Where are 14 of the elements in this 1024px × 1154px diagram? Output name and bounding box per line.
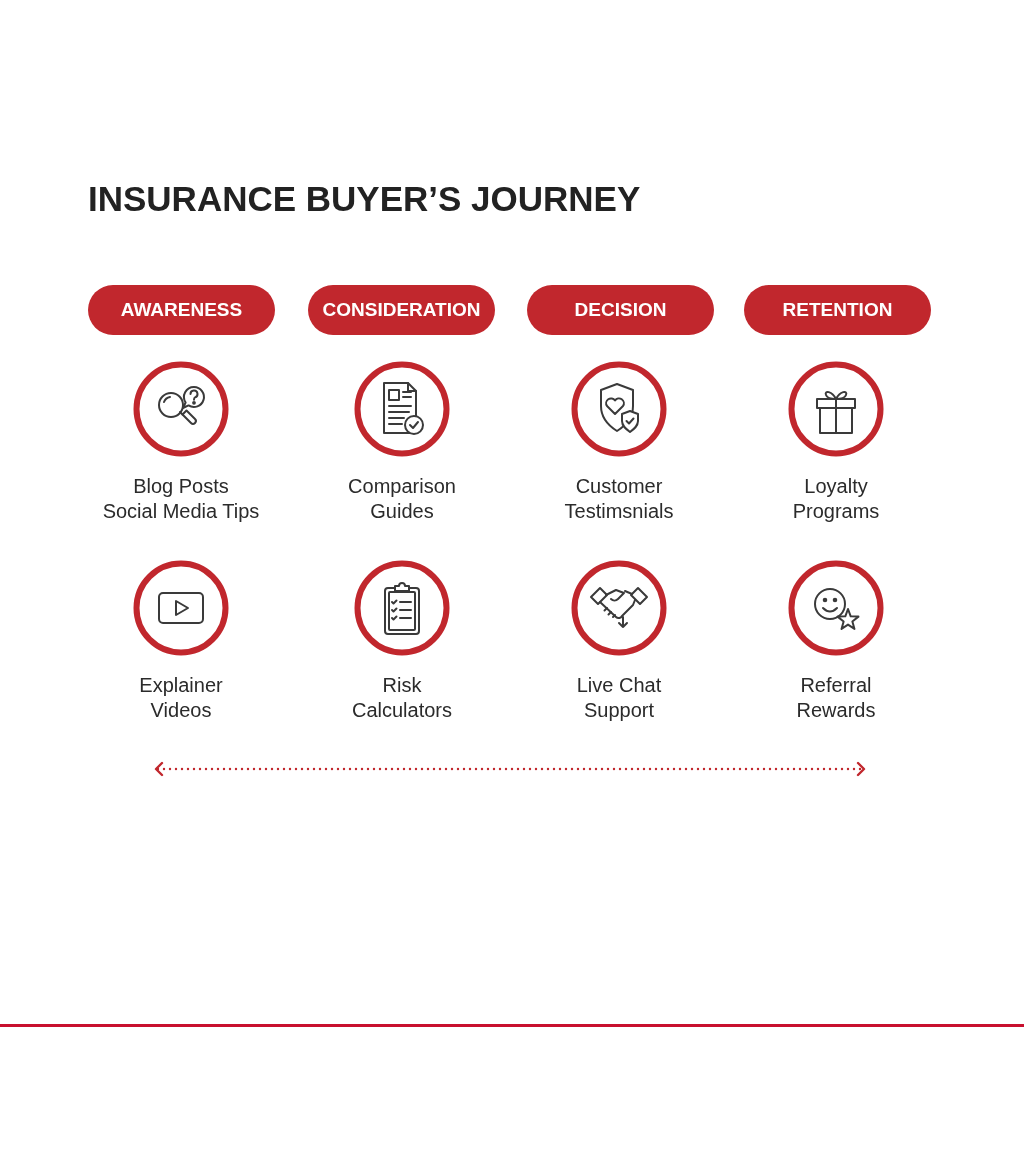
item-caption: Comparison Guides bbox=[347, 474, 457, 524]
item-caption: Blog Posts bbox=[133, 474, 229, 499]
stage-pill: CONSIDERATION bbox=[308, 285, 495, 335]
stage-pill: DECISION bbox=[527, 285, 714, 335]
title: INSURANCE BUYER’S JOURNEY bbox=[88, 178, 641, 220]
stage-pill: RETENTION bbox=[744, 285, 931, 335]
item-caption: Risk Calculators bbox=[350, 673, 453, 723]
item-caption: Referral Rewards bbox=[795, 673, 877, 723]
item-caption: Explainer Videos bbox=[138, 673, 224, 723]
item-caption: Live Chat Support bbox=[575, 673, 663, 723]
stage-pill: AWARENESS bbox=[88, 285, 275, 335]
item-caption: Loyalty Programs bbox=[791, 474, 881, 524]
item-caption: Customer Testimsnials bbox=[563, 474, 675, 524]
item-caption: Social Media Tips bbox=[102, 499, 260, 524]
